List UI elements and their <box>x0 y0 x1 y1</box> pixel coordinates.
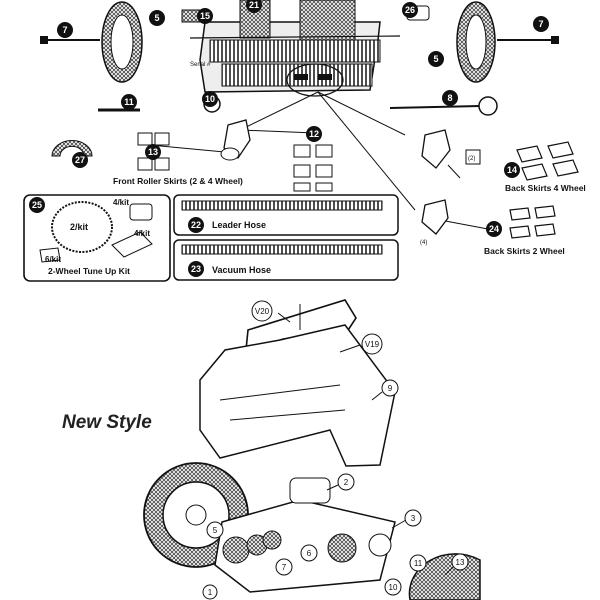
new-style-label: New Style <box>62 412 152 433</box>
callout-1: 1 <box>208 588 213 597</box>
bolt-head-right <box>551 36 559 44</box>
badge-7-left: 7 <box>62 25 67 35</box>
kit-4a-label: 4/kit <box>113 198 129 207</box>
axle-8-end <box>478 96 498 116</box>
back-skirts-2-wheel <box>509 205 556 239</box>
badge-21: 21 <box>249 0 259 10</box>
part-27 <box>51 140 93 157</box>
kit-6-label: 6/kit <box>45 255 61 264</box>
leader-hose-label: Leader Hose <box>212 220 266 230</box>
callout-9: 9 <box>388 384 393 393</box>
callout-10: 10 <box>389 583 398 592</box>
badge-25: 25 <box>32 200 42 210</box>
callout-2: 2 <box>344 478 349 487</box>
badge-26: 26 <box>405 5 415 15</box>
back-skirts-4-label: Back Skirts 4 Wheel <box>505 183 586 193</box>
kit-title-label: 2-Wheel Tune Up Kit <box>48 266 130 276</box>
badge-8: 8 <box>447 93 452 103</box>
tune-up-kit-box <box>23 194 171 282</box>
callout-v19: V19 <box>365 340 380 349</box>
vacuum-hose-label: Vacuum Hose <box>212 265 271 275</box>
callout-11: 11 <box>414 559 423 568</box>
callout-5: 5 <box>213 526 218 535</box>
hose-boxes <box>173 194 399 281</box>
callout-6: 6 <box>307 549 312 558</box>
skirt-bracket <box>220 119 481 235</box>
badge-5-right: 5 <box>433 54 438 64</box>
badge-7-right: 7 <box>538 19 543 29</box>
front-skirts-13 <box>137 132 170 171</box>
axle-bolts <box>45 39 555 109</box>
serial-label: Serial # <box>190 62 211 68</box>
badge-12: 12 <box>309 129 319 139</box>
clips-12 <box>293 144 333 192</box>
badge-13: 13 <box>148 147 158 157</box>
badge-10: 10 <box>205 94 215 104</box>
badge-23: 23 <box>191 264 201 274</box>
new-style-callouts: V20 V19 9 2 3 5 6 7 11 13 10 1 <box>202 300 469 600</box>
badge-22: 22 <box>191 220 201 230</box>
left-wheel <box>101 1 143 83</box>
callout-3: 3 <box>411 514 416 523</box>
callout-7: 7 <box>282 563 287 572</box>
back-skirts-4-wheel <box>516 141 579 181</box>
badge-24: 24 <box>489 224 499 234</box>
badge-27: 27 <box>75 155 85 165</box>
back-skirts-2-label: Back Skirts 2 Wheel <box>484 246 565 256</box>
tag-2-label: (2) <box>468 156 475 162</box>
top-labels: Serial # Front Roller Skirts (2 & 4 Whee… <box>45 62 586 433</box>
badge-14: 14 <box>507 165 517 175</box>
callout-v20: V20 <box>255 307 270 316</box>
badge-11: 11 <box>124 97 134 107</box>
top-badges: 7 5 15 21 26 7 5 11 10 8 12 27 13 14 24 … <box>29 0 549 277</box>
main-body <box>189 0 401 97</box>
callout-13: 13 <box>456 558 465 567</box>
kit-4b-label: 4/kit <box>134 229 150 238</box>
leader-lines <box>149 91 489 230</box>
kit-2-label: 2/kit <box>70 222 88 232</box>
front-skirts-label: Front Roller Skirts (2 & 4 Wheel) <box>113 176 243 186</box>
right-wheel <box>456 1 496 83</box>
tag-4-label: (4) <box>420 240 427 246</box>
bolt-head-left <box>40 36 48 44</box>
badge-5-left: 5 <box>154 13 159 23</box>
badge-15: 15 <box>200 11 210 21</box>
